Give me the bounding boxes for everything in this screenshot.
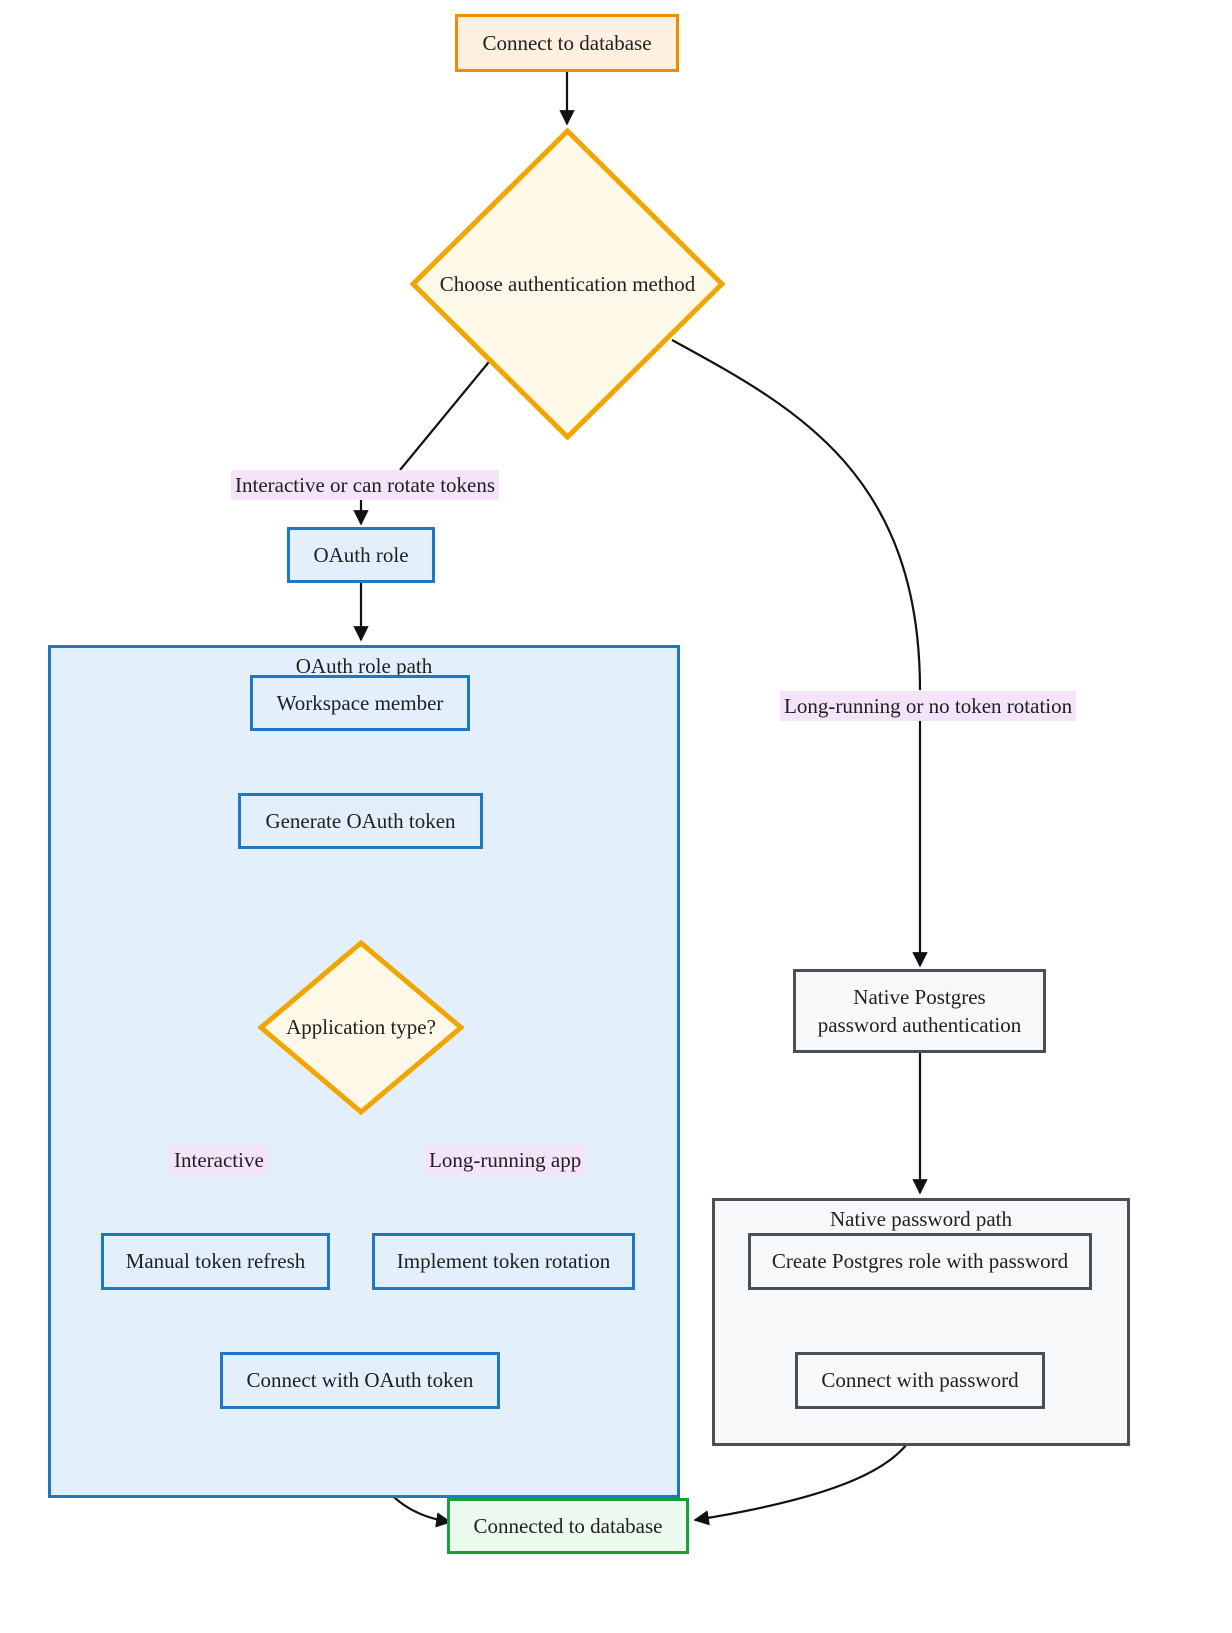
subgraph-oauth-title: OAuth role path — [295, 654, 433, 678]
node-workspace-member[interactable]: Workspace member — [250, 675, 470, 731]
node-connected-to-database[interactable]: Connected to database — [447, 1498, 689, 1554]
subgraph-native-title: Native password path — [830, 1207, 1012, 1231]
edge-label-long-running-or-no-rotation: Long-running or no token rotation — [780, 691, 1077, 722]
node-implement-token-rotation[interactable]: Implement token rotation — [372, 1233, 635, 1290]
node-native-postgres-label-line2: password authentication — [817, 1013, 1022, 1037]
node-connected-to-database-label: Connected to database — [473, 1513, 663, 1538]
node-choose-authentication-method[interactable]: Choose authentication method — [410, 128, 725, 440]
node-manual-token-refresh[interactable]: Manual token refresh — [101, 1233, 330, 1290]
node-application-type-label: Application type? — [286, 1015, 436, 1039]
node-create-postgres-role-label: Create Postgres role with password — [771, 1249, 1069, 1274]
node-implement-token-rotation-label: Implement token rotation — [396, 1249, 611, 1274]
node-oauth-role[interactable]: OAuth role — [287, 527, 435, 583]
node-oauth-role-label: OAuth role — [313, 542, 409, 567]
edge-label-long-running-app: Long-running app — [425, 1145, 586, 1176]
node-connect-with-oauth-token-label: Connect with OAuth token — [246, 1368, 474, 1393]
node-native-postgres-label-line1: Native Postgres — [853, 984, 986, 1009]
node-connect-with-password[interactable]: Connect with password — [795, 1352, 1045, 1409]
diamond-shape-application-type — [258, 940, 464, 1115]
node-connect-with-oauth-token[interactable]: Connect with OAuth token — [220, 1352, 500, 1409]
node-application-type[interactable]: Application type? — [258, 940, 464, 1115]
node-connect-with-password-label: Connect with password — [821, 1368, 1019, 1393]
edge-label-interactive: Interactive — [170, 1145, 268, 1176]
node-generate-oauth-token-label: Generate OAuth token — [265, 808, 456, 833]
node-generate-oauth-token[interactable]: Generate OAuth token — [238, 793, 483, 849]
node-create-postgres-role-with-password[interactable]: Create Postgres role with password — [748, 1233, 1092, 1290]
node-connect-to-database-label: Connect to database — [482, 30, 652, 55]
node-connect-to-database[interactable]: Connect to database — [455, 14, 679, 72]
node-manual-token-refresh-label: Manual token refresh — [125, 1249, 306, 1274]
node-workspace-member-label: Workspace member — [276, 690, 444, 715]
node-choose-authentication-method-label: Choose authentication method — [439, 271, 696, 296]
node-native-postgres-password-authentication[interactable]: Native Postgres password authentication — [793, 969, 1046, 1053]
edge-label-interactive-or-rotate-tokens: Interactive or can rotate tokens — [231, 470, 500, 501]
